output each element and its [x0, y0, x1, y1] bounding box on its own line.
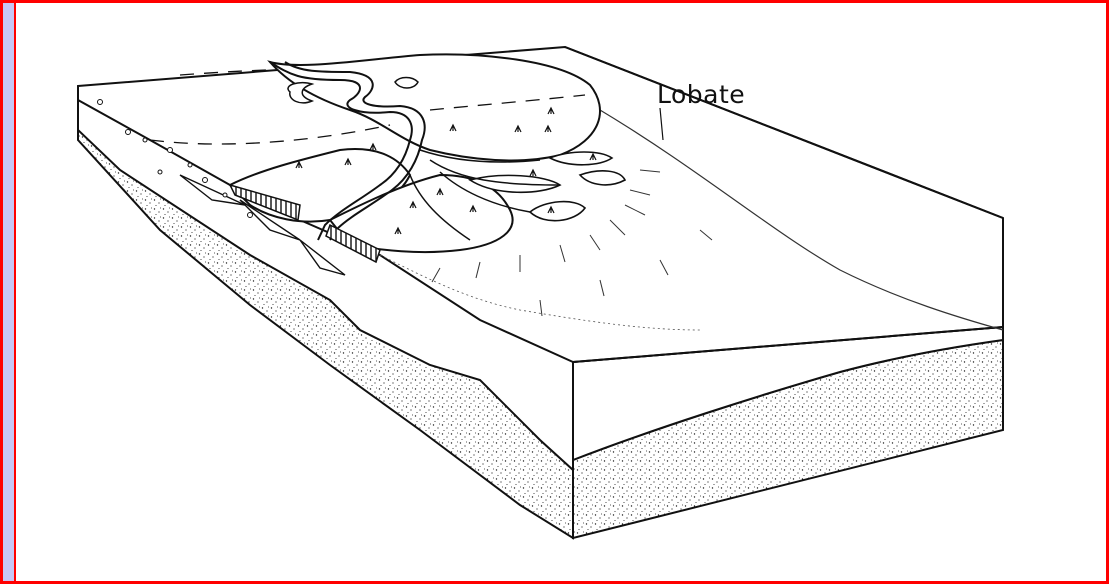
lobate-label: Lobate — [657, 80, 745, 109]
channel-island — [395, 78, 418, 89]
